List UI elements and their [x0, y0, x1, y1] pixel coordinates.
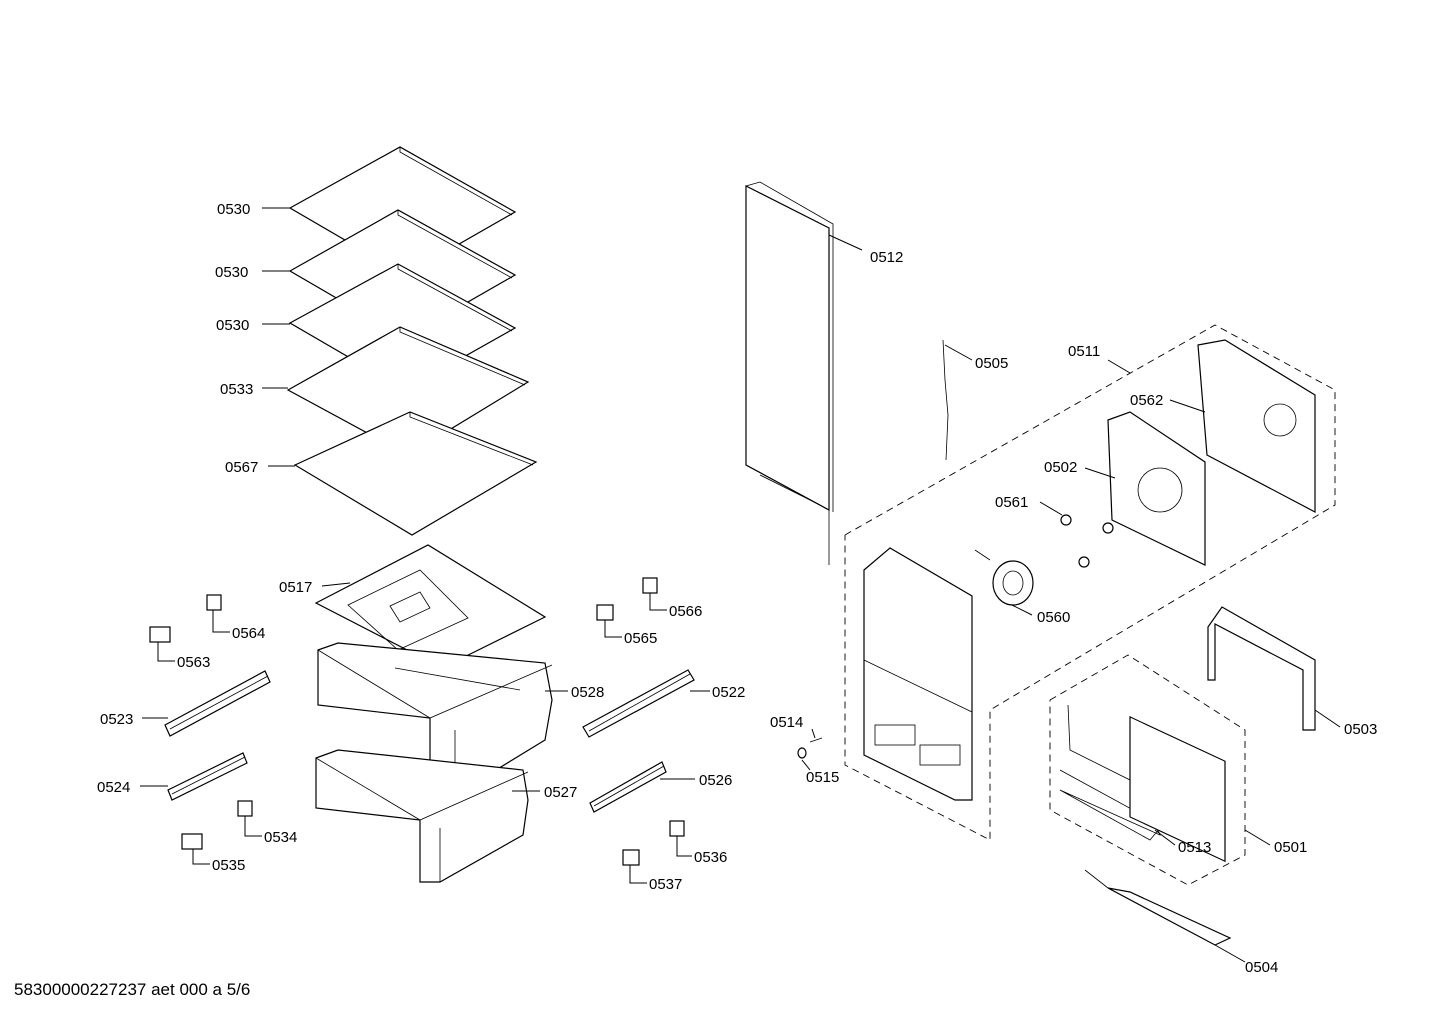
grommet-0561: [1060, 514, 1114, 568]
label-0527: 0527: [544, 784, 577, 801]
document-id-footer: 58300000227237 aet 000 a 5/6: [14, 980, 251, 999]
label-0530-top: 0530: [217, 201, 250, 218]
clip-0563: [149, 626, 171, 643]
label-0503: 0503: [1344, 721, 1377, 738]
label-0565: 0565: [624, 630, 657, 647]
assembly-outline-0501: [1049, 654, 1246, 886]
label-0515: 0515: [806, 769, 839, 786]
label-0526: 0526: [699, 772, 732, 789]
label-0528: 0528: [571, 684, 604, 701]
leader-lines: [140, 207, 1341, 963]
clip-0534: [237, 800, 253, 817]
fan-motor-0560: [974, 549, 1034, 606]
rail-0523: [164, 670, 271, 737]
fan-shroud-0562: [1197, 339, 1316, 513]
label-0522: 0522: [712, 684, 745, 701]
label-0561: 0561: [995, 494, 1028, 511]
rail-0524: [167, 752, 248, 801]
label-0511: 0511: [1068, 343, 1100, 360]
label-0537: 0537: [649, 876, 682, 893]
label-0563: 0563: [177, 654, 210, 671]
sensor-0505: [942, 339, 949, 461]
clip-0537: [622, 849, 640, 866]
rail-0526: [589, 761, 667, 813]
label-0502: 0502: [1044, 459, 1077, 476]
label-0530-third: 0530: [216, 317, 249, 334]
side-panel-0512: [745, 181, 834, 565]
bracket-0503: [1207, 606, 1316, 731]
label-0562: 0562: [1130, 392, 1163, 409]
label-0512: 0512: [870, 249, 903, 266]
evaporator-0513: [1059, 704, 1226, 863]
label-0505: 0505: [975, 355, 1008, 372]
label-0567: 0567: [225, 459, 258, 476]
shelf-0567: [293, 411, 538, 536]
label-0534: 0534: [264, 829, 297, 846]
drip-tray-0504: [1084, 869, 1232, 946]
label-0566: 0566: [669, 603, 702, 620]
clip-0566: [642, 577, 658, 594]
crisper-drawer-0527: [315, 749, 529, 883]
part-labels: 0530 0530 0530 0533 0567 0517 0564 0563 …: [97, 201, 1377, 976]
label-0560: 0560: [1037, 609, 1070, 626]
rail-0522: [582, 669, 695, 738]
evaporator-cover: [863, 547, 973, 801]
label-0533: 0533: [220, 381, 253, 398]
label-0523: 0523: [100, 711, 133, 728]
label-0513: 0513: [1178, 839, 1211, 856]
cap-0515: [797, 747, 807, 759]
clip-0565: [596, 604, 614, 621]
clip-0535: [181, 833, 203, 850]
label-0517: 0517: [279, 579, 312, 596]
label-0524: 0524: [97, 779, 130, 796]
label-0530-second: 0530: [215, 264, 248, 281]
screw-0514: [809, 737, 823, 743]
label-0504: 0504: [1245, 959, 1278, 976]
label-0535: 0535: [212, 857, 245, 874]
label-0564: 0564: [232, 625, 265, 642]
clip-0564: [206, 594, 222, 611]
assembly-outline-0511: [844, 324, 1336, 841]
crisper-cover-0517: [314, 544, 547, 669]
clip-0536: [669, 820, 685, 837]
fan-plate-0502: [1107, 411, 1206, 566]
label-0514: 0514: [770, 714, 803, 731]
label-0501: 0501: [1274, 839, 1307, 856]
label-0536: 0536: [694, 849, 727, 866]
